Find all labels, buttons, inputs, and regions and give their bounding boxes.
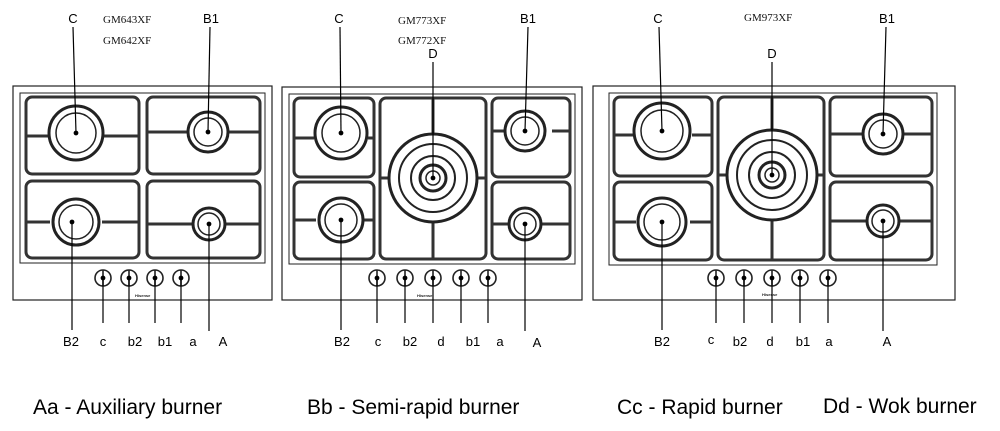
hob-3-leaders — [658, 26, 887, 331]
hob-2-model-1: GM773XF — [398, 15, 446, 27]
hob-1-label-a: a — [189, 334, 197, 349]
hob-1-label-B1: B1 — [203, 11, 219, 26]
hob-2-label-D: D — [428, 46, 437, 61]
hob-3-label-a: a — [825, 334, 833, 349]
hob-2-burners — [313, 105, 547, 244]
hob-1-label-A: A — [219, 334, 228, 349]
hob-1-model-1: GM643XF — [103, 14, 151, 26]
hob-2-label-C: C — [334, 11, 343, 26]
hob-1: GM643XF GM642XF — [12, 11, 273, 349]
hob-2-outline — [281, 86, 583, 301]
hob-2-grate-area — [288, 93, 576, 265]
hob-2-label-b1: b1 — [466, 334, 480, 349]
hob-1-outline — [12, 85, 273, 301]
hob-3-label-B1: B1 — [879, 11, 895, 26]
hob-3-label-b1: b1 — [796, 334, 810, 349]
legend-auxiliary: Aa - Auxiliary burner — [33, 396, 222, 419]
hob-2-model-2: GM772XF — [398, 35, 446, 47]
hob-3-label-A: A — [883, 334, 892, 349]
burner-legend: Aa - Auxiliary burner Bb - Semi-rapid bu… — [33, 395, 977, 419]
hob-2-label-a: a — [496, 334, 504, 349]
hob-3-label-C: C — [653, 11, 662, 26]
hob-1-brand: Hisense — [135, 293, 151, 298]
legend-semi-rapid: Bb - Semi-rapid burner — [307, 396, 519, 419]
hob-1-label-B2: B2 — [63, 334, 79, 349]
legend-rapid: Cc - Rapid burner — [617, 396, 783, 419]
hob-2-label-d: d — [437, 334, 444, 349]
hob-1-label-b2: b2 — [128, 334, 142, 349]
hob-2: GM773XF GM772XF — [281, 11, 583, 350]
hob-1-grates — [24, 95, 262, 260]
hob-2-label-b2: b2 — [403, 334, 417, 349]
hob-1-label-C: C — [68, 11, 77, 26]
hob-3-grates — [612, 95, 934, 262]
hob-3-label-d: d — [766, 334, 773, 349]
hob-2-brand: Hisense — [417, 293, 433, 298]
hob-1-label-b1: b1 — [158, 334, 172, 349]
hob-1-label-c: c — [100, 334, 107, 349]
hob-3-grate-area — [608, 92, 938, 266]
hob-1-leaders — [69, 26, 212, 331]
hob-3-label-c: c — [708, 332, 715, 347]
hob-2-label-A: A — [533, 335, 542, 350]
hob-3-label-D: D — [767, 46, 776, 61]
hob-3-label-b2: b2 — [733, 334, 747, 349]
legend-wok: Dd - Wok burner — [823, 395, 977, 418]
hob-3-model-1: GM973XF — [744, 12, 792, 24]
hob-2-leaders — [338, 26, 529, 331]
hob-3: GM973XF — [592, 11, 956, 349]
hob-2-label-B2: B2 — [334, 334, 350, 349]
hob-1-knobs — [94, 269, 190, 287]
hob-1-grate-area — [19, 92, 266, 264]
hob-2-label-c: c — [375, 334, 382, 349]
hob-3-label-B2: B2 — [654, 334, 670, 349]
hob-2-label-B1: B1 — [520, 11, 536, 26]
hob-3-brand: Hisense — [762, 292, 778, 297]
hob-1-model-2: GM642XF — [103, 35, 151, 47]
hob-3-outline — [592, 85, 956, 301]
